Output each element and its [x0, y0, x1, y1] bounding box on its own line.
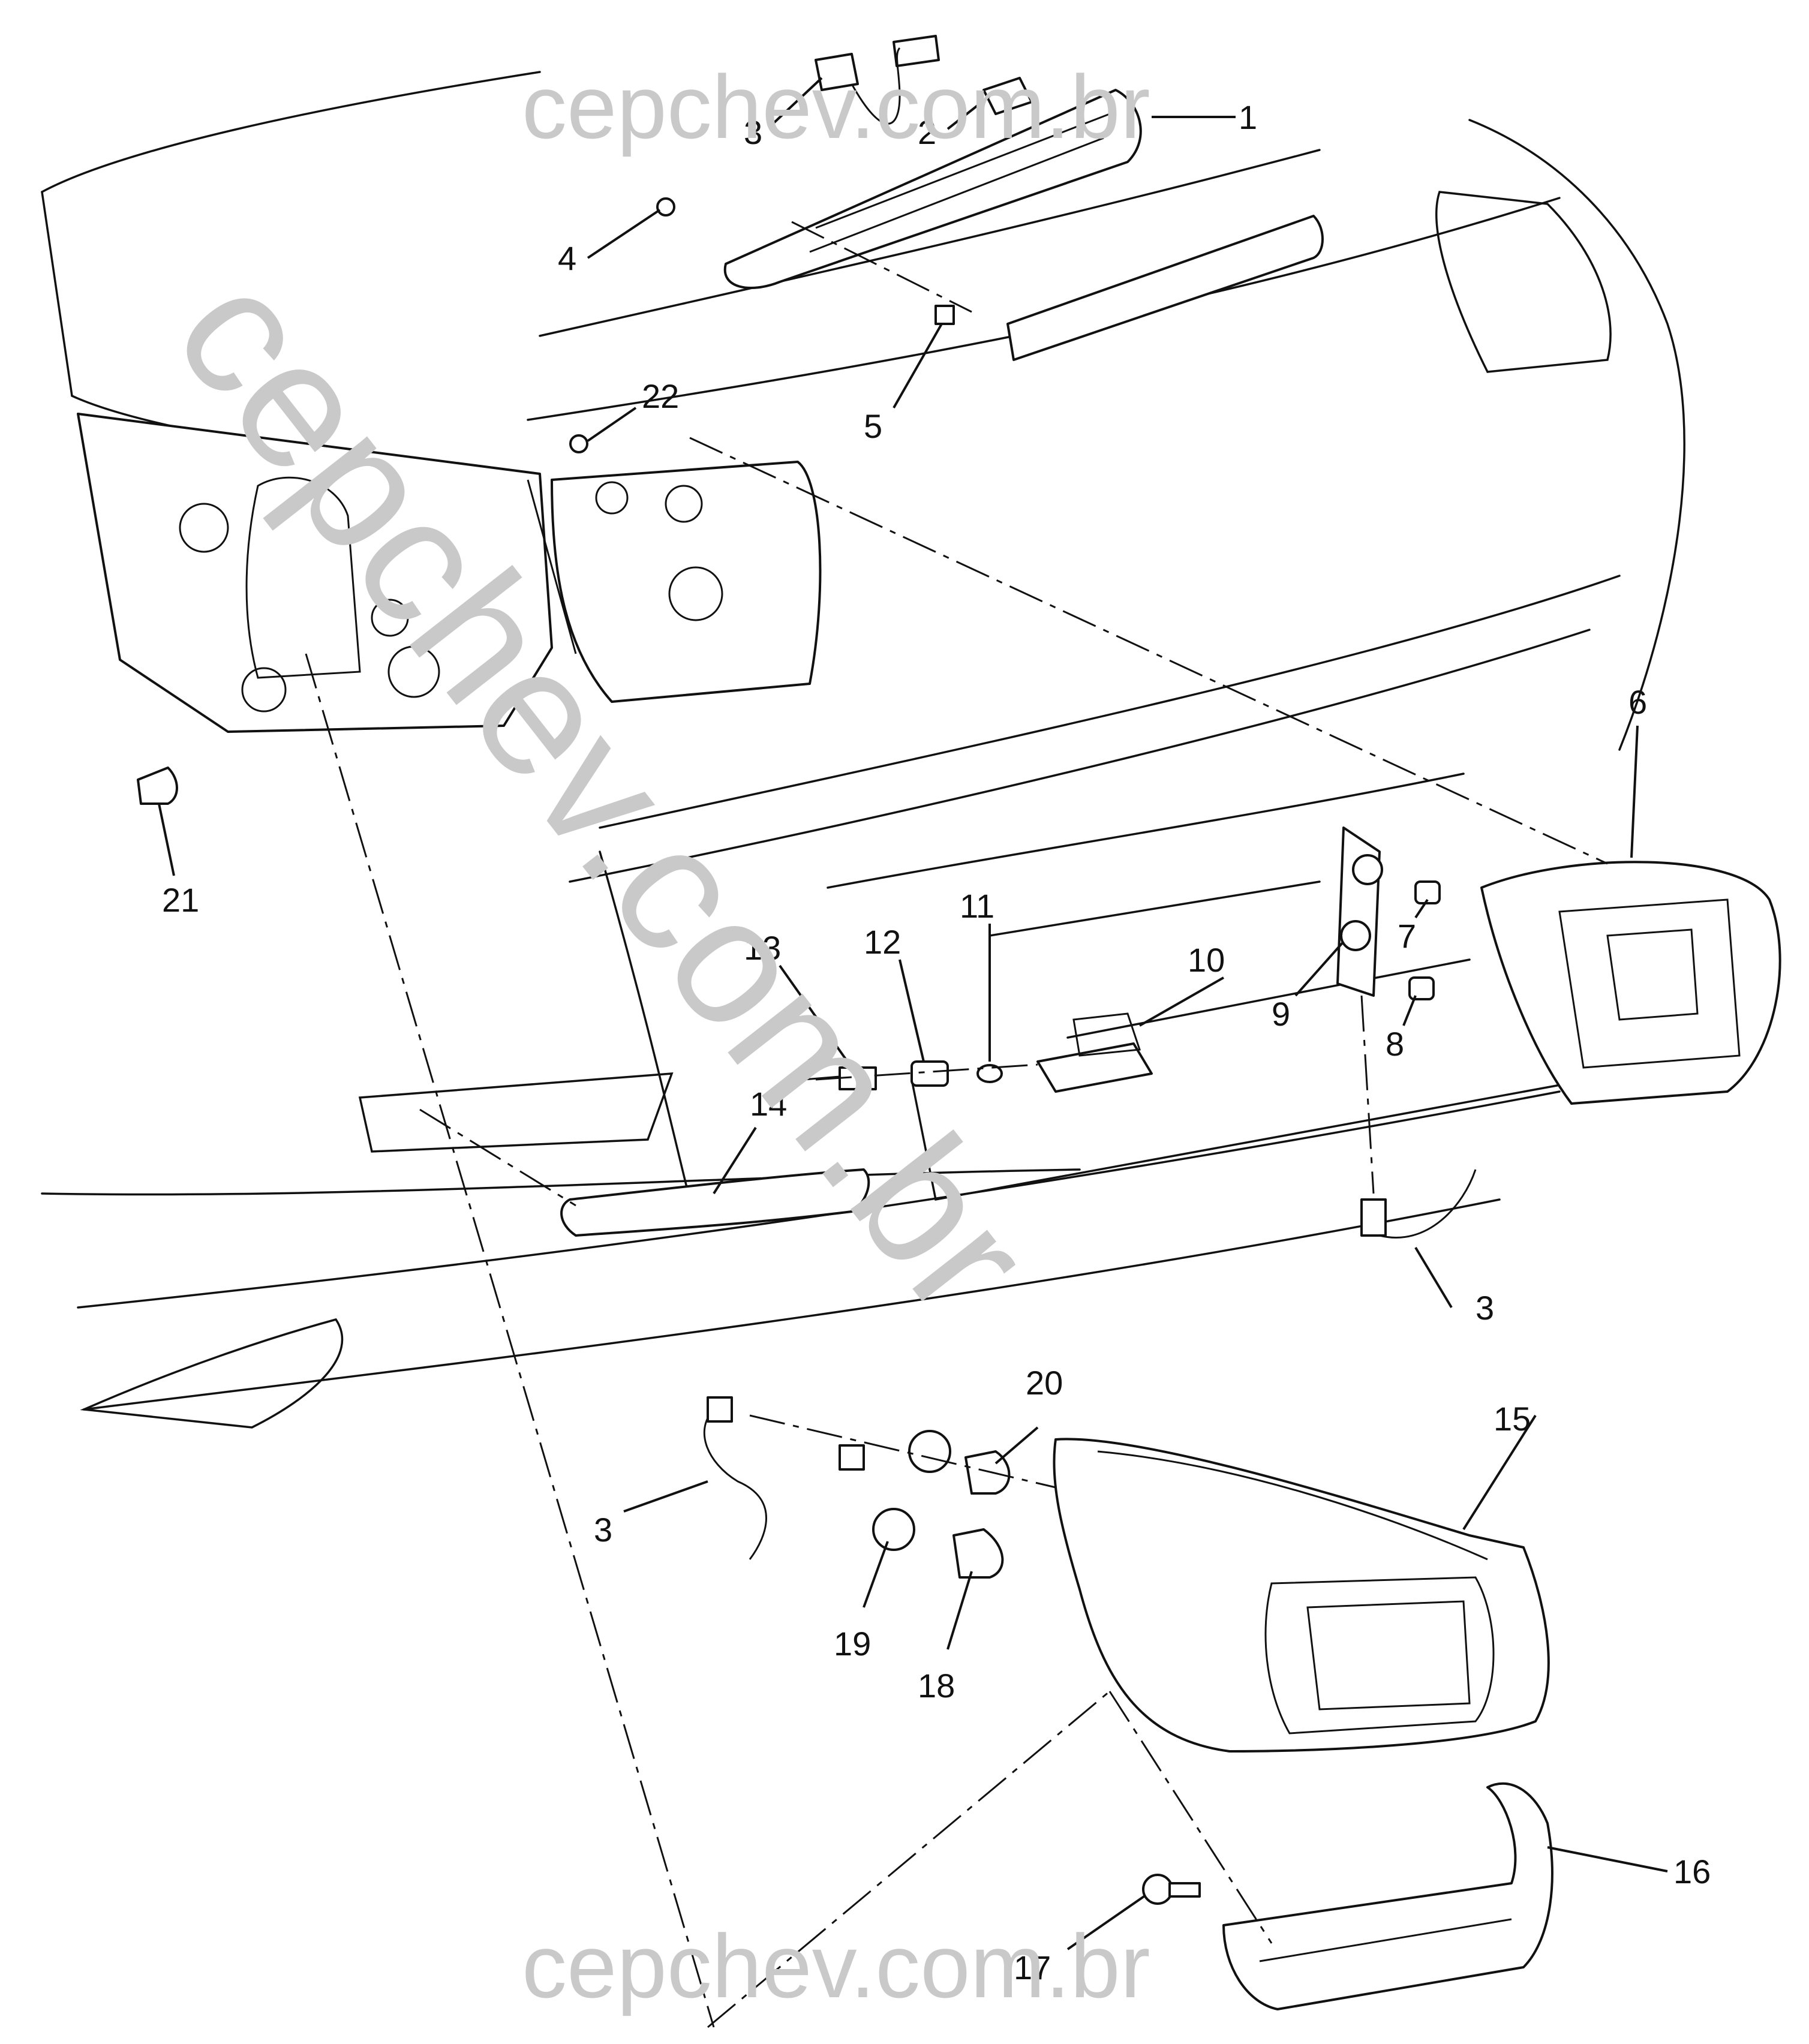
watermark-bottom: cepchev.com.br	[522, 1916, 1150, 2016]
watermark-top: cepchev.com.br	[522, 56, 1150, 157]
callout-11: 11	[960, 887, 994, 925]
callout-13: 13	[744, 929, 781, 967]
part-17-screw	[1142, 1874, 1201, 1905]
callout-18: 18	[918, 1667, 955, 1705]
part-21-clip	[137, 767, 178, 805]
callout-3-lower: 3	[594, 1511, 612, 1549]
callout-4: 4	[558, 239, 576, 277]
callout-12: 12	[864, 923, 901, 961]
part-22-clip	[569, 434, 588, 453]
part-6-tail-lamp-inner	[1480, 861, 1781, 1105]
callout-15: 15	[1494, 1400, 1531, 1438]
part-1-chmsl-assembly	[723, 89, 1142, 289]
callout-leaders	[158, 77, 1668, 1950]
callout-21: 21	[162, 881, 199, 919]
part-18-bulb	[952, 1528, 1004, 1579]
callout-7: 7	[1398, 917, 1416, 955]
callout-9: 9	[1272, 995, 1290, 1033]
part-2-chmsl-bulb-socket	[982, 77, 1033, 115]
callout-19: 19	[834, 1625, 871, 1663]
callout-6: 6	[1628, 683, 1647, 721]
callout-5: 5	[864, 407, 882, 445]
vehicle-body-outline	[41, 71, 1685, 1429]
callout-1: 1	[1239, 98, 1257, 136]
callout-16: 16	[1673, 1853, 1711, 1890]
rear-closure-panel	[77, 413, 822, 733]
part-15-tail-lamp-outer	[1053, 1438, 1550, 1753]
callout-numbers: 1 2 3 4 5 22 21 6 7 8 9 10 11 12 13 14 3…	[162, 98, 1711, 1986]
part-19-bulb-socket-lower	[872, 1430, 951, 1551]
part-16-lamp-bracket	[1222, 1782, 1553, 2010]
part-3-wiring-harness-lower	[703, 1396, 865, 1560]
part-7-bulb	[1414, 880, 1441, 904]
part-9-bulb-socket	[1336, 826, 1383, 997]
callout-3-upper: 3	[744, 113, 762, 151]
callout-17: 17	[1014, 1949, 1051, 1986]
callout-14: 14	[750, 1085, 787, 1123]
callout-3-middle: 3	[1476, 1289, 1494, 1327]
part-5-nut	[934, 305, 955, 325]
callout-20: 20	[1026, 1364, 1063, 1402]
part-12-license-lamp-socket	[910, 1060, 949, 1087]
part-11-license-lamp-bulb	[976, 1064, 1003, 1083]
watermarks: cepchev.com.br cepchev.com.br cepchev.co…	[137, 56, 1150, 2016]
rear-reflector-strip	[1006, 215, 1324, 361]
part-8-bulb	[1408, 976, 1435, 1000]
callout-8: 8	[1386, 1025, 1404, 1063]
callout-22: 22	[642, 377, 679, 415]
part-4-grommet	[656, 197, 675, 217]
part-3-wiring-harness-middle	[1360, 1169, 1477, 1239]
part-10-license-lamp	[1036, 1012, 1153, 1093]
callout-10: 10	[1188, 941, 1225, 979]
installation-lines	[305, 221, 1608, 2028]
callout-2: 2	[918, 113, 936, 151]
